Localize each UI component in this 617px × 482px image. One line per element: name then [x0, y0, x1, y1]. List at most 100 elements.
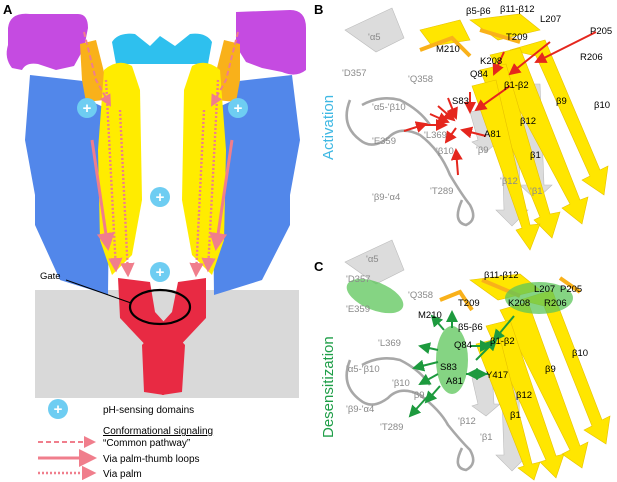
via-palm-arrow-right: [189, 109, 206, 278]
clabel-q84: Q84: [454, 340, 472, 351]
panel-a-letter: A: [3, 2, 13, 17]
via-palm-arrow-left: [118, 109, 135, 278]
garrow-r206: [492, 315, 515, 342]
clabel-b1-gray: 'β1: [480, 432, 493, 443]
label-d357: 'D357: [342, 68, 367, 79]
clabel-strand-b9: β9: [545, 364, 556, 375]
legend-via-palm: Via palm: [103, 469, 142, 480]
label-b1-b2: β1-β2: [504, 80, 529, 91]
clabel-strand-b1: β1: [510, 410, 521, 421]
clabel-b9: 'β9: [412, 390, 425, 401]
clabel-b10: 'β10: [392, 378, 410, 389]
panel-b-strand-labels: β9 β10 β12 β1: [520, 96, 610, 161]
label-l207: L207: [540, 14, 561, 25]
blue-domain-right: [212, 75, 300, 295]
clabel-b1-b2: β1-β2: [490, 336, 515, 347]
clabel-l369: 'L369: [378, 338, 401, 349]
label-strand-b9: β9: [556, 96, 567, 107]
yellow-palm-right: [182, 62, 226, 275]
legend-palm-thumb: Via palm-thumb loops: [103, 454, 200, 465]
clabel-s83: S83: [440, 362, 457, 373]
label-q84: Q84: [470, 69, 488, 80]
label-strand-b12: β12: [520, 116, 536, 127]
plus-icon: +: [156, 264, 165, 281]
label-s83: S83: [452, 96, 469, 107]
plus-icon: +: [83, 100, 92, 117]
clabel-k208: K208: [508, 298, 530, 309]
arrow-l207: [508, 41, 551, 76]
green-blob-r206: [505, 282, 573, 314]
gray-helix-a5: [344, 7, 405, 53]
ph-sensing-circle-center-top: +: [150, 187, 170, 207]
legend-ph-icon: +: [48, 399, 68, 419]
plus-icon: +: [54, 401, 63, 418]
yellow-strand-b10-c: [518, 289, 611, 445]
activation-arrows: [403, 31, 597, 176]
label-a5: 'α5: [368, 32, 381, 43]
arrow-s83-top: [446, 97, 458, 120]
garrow-b9: [424, 385, 441, 404]
legend-ph-sensing: pH-sensing domains: [103, 405, 194, 416]
label-k208: K208: [480, 56, 502, 67]
clabel-b12-gray: 'β12: [458, 416, 476, 427]
gray-loops-b: [345, 97, 475, 227]
panel-c-strand-labels: β9 β10 β12 β1: [510, 348, 588, 421]
yellow-strand-b9-c: [499, 301, 589, 469]
label-b5-b6: β5-β6: [466, 6, 491, 17]
arrow-k208: [474, 85, 511, 112]
arrow-t289: [450, 148, 463, 176]
arrow-s83-2: [429, 112, 450, 124]
arrow-l369: [403, 121, 428, 133]
gate-ellipse: [128, 288, 192, 326]
clabel-strand-b10: β10: [572, 348, 588, 359]
label-b12-gray: 'β12: [500, 176, 518, 187]
label-e359: 'E359: [372, 136, 396, 147]
label-b9-a4: 'β9-'α4: [372, 192, 400, 203]
clabel-e359: 'E359: [346, 304, 370, 315]
clabel-a5-b10: 'α5-'β10: [346, 364, 380, 375]
label-b11-b12: β11-β12: [500, 4, 535, 15]
blue-domain-left: [25, 75, 110, 295]
yellow-strand-b1: [471, 79, 541, 251]
clabel-a81: A81: [446, 376, 463, 387]
cyan-domain: [112, 33, 212, 64]
garrow-s83: [412, 359, 439, 372]
clabel-b5-b6: β5-β6: [458, 322, 483, 333]
green-blob-s83: [436, 326, 468, 394]
orange-domain-left: [80, 40, 104, 102]
panel-c-labels-black: β11-β12 T209 β5-β6 L207 P205 K208 R206 M…: [418, 270, 582, 387]
yellow-strand-b1-c: [475, 337, 541, 481]
plus-icon: +: [156, 189, 165, 206]
panel-c-letter: C: [314, 259, 324, 274]
ph-sensing-circle-left: +: [77, 98, 97, 118]
legend: + pH-sensing domains Conformational sign…: [38, 399, 213, 481]
clabel-d357: 'D357: [346, 274, 371, 285]
clabel-l207: L207: [534, 284, 555, 295]
label-strand-b1: β1: [530, 150, 541, 161]
green-blobs-c: [346, 278, 573, 394]
clabel-m210: M210: [418, 310, 442, 321]
palm-thumb-arrow-right: [209, 139, 234, 251]
yellow-strands-b: [419, 13, 609, 251]
desensitization-arrows: [408, 310, 515, 418]
desensitization-label: Desensitization: [320, 336, 337, 438]
garrow-m210-1: [430, 314, 445, 331]
yellow-palm-left: [98, 62, 142, 275]
label-b9: 'β9: [476, 145, 489, 156]
clabel-y417: Y417: [486, 370, 508, 381]
arrow-b10: [444, 127, 457, 144]
label-a81: A81: [484, 129, 501, 140]
panel-c-labels-gray: 'α5 'D357 'Q358 'E359 'L369 'α5-'β10 'β1…: [346, 254, 493, 443]
yellow-strand-b5-b6: [419, 19, 471, 47]
plus-icon: +: [234, 100, 243, 117]
purple-domain-right: [236, 10, 306, 75]
garrow-t289: [408, 395, 429, 418]
signaling-arrows-a: [83, 31, 239, 278]
arrow-a81: [460, 126, 487, 139]
arrow-t209: [492, 51, 505, 76]
garrow-l369: [418, 342, 439, 355]
clabel-b9-a4: 'β9-'α4: [346, 404, 374, 415]
label-b1-gray: 'β1: [530, 186, 543, 197]
clabel-p205: P205: [560, 284, 582, 295]
